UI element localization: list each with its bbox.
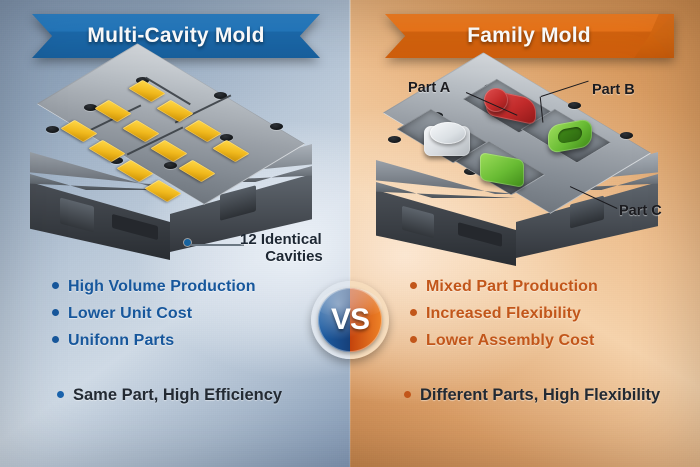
right-summary-label: Different Parts, High Flexibility <box>420 386 661 404</box>
bolt-hole <box>388 136 401 143</box>
list-item-label: High Volume Production <box>68 278 256 295</box>
bullet-dot-icon <box>410 336 417 343</box>
bullet-dot-icon <box>52 282 59 289</box>
versus-badge-inner: VS <box>318 288 382 352</box>
bullet-dot-icon <box>52 336 59 343</box>
right-banner-ribbon-shape <box>385 14 673 58</box>
list-item-label: Lower Unit Cost <box>68 305 193 322</box>
bullet-dot-icon <box>404 391 411 398</box>
bullet-dot-icon <box>410 309 417 316</box>
panel-divider <box>349 0 351 467</box>
versus-label: VS <box>330 303 370 336</box>
mold-base-front-face <box>30 182 170 260</box>
multi-cavity-mold-illustration <box>24 43 324 260</box>
family-mold-illustration <box>372 52 672 266</box>
list-item-label: Lower Assembly Cost <box>426 332 595 349</box>
list-item: Lower Assembly Cost <box>410 332 598 350</box>
cavity-count-callout: 12 Identical Cavities <box>240 231 348 266</box>
cavity-callout-dot <box>184 239 191 246</box>
bolt-hole <box>214 92 227 99</box>
mold-isometric-group <box>24 43 324 260</box>
bullet-dot-icon <box>57 391 64 398</box>
right-banner: Family Mold <box>385 14 674 58</box>
family-mold-base-front-face <box>376 190 516 266</box>
list-item: High Volume Production <box>52 278 256 296</box>
left-banner: Multi-Cavity Mold <box>32 14 320 58</box>
bolt-hole <box>464 168 477 175</box>
bolt-hole <box>164 162 177 169</box>
bolt-hole <box>270 123 283 130</box>
left-summary-label: Same Part, High Efficiency <box>73 386 283 404</box>
right-summary: Different Parts, High Flexibility <box>404 386 660 405</box>
bullet-dot-icon <box>52 309 59 316</box>
bolt-hole <box>84 104 97 111</box>
list-item-label: Mixed Part Production <box>426 278 598 295</box>
bolt-hole <box>110 157 123 164</box>
bullet-dot-icon <box>410 282 417 289</box>
list-item-label: Unifonn Parts <box>68 332 175 349</box>
list-item: Increased Flexibility <box>410 305 598 323</box>
left-banner-title: Multi-Cavity Mold <box>87 24 265 47</box>
part-a-dome <box>430 122 466 144</box>
list-item: Mixed Part Production <box>410 278 598 296</box>
part-b-callout-label: Part B <box>592 82 635 98</box>
left-summary: Same Part, High Efficiency <box>57 386 282 405</box>
versus-badge: VS <box>311 281 389 359</box>
bolt-hole <box>620 132 633 139</box>
cavity-callout-line-1: 12 Identical <box>240 231 322 248</box>
cavity-callout-leader-line <box>190 244 244 246</box>
left-benefits-list: High Volume Production Lower Unit Cost U… <box>52 278 256 359</box>
right-banner-title: Family Mold <box>467 24 591 47</box>
family-mold-isometric-group <box>372 52 672 266</box>
right-benefits-list: Mixed Part Production Increased Flexibil… <box>410 278 598 359</box>
list-item-label: Increased Flexibility <box>426 305 582 322</box>
list-item: Unifonn Parts <box>52 332 256 350</box>
bolt-hole <box>46 126 59 133</box>
list-item: Lower Unit Cost <box>52 305 256 323</box>
bolt-hole <box>220 134 233 141</box>
part-a-callout-label: Part A <box>408 80 451 96</box>
part-c-callout-label: Part C <box>619 203 662 219</box>
left-banner-ribbon-shape <box>32 14 320 58</box>
bolt-hole <box>568 102 581 109</box>
cavity-callout-line-2: Cavities <box>265 247 323 265</box>
